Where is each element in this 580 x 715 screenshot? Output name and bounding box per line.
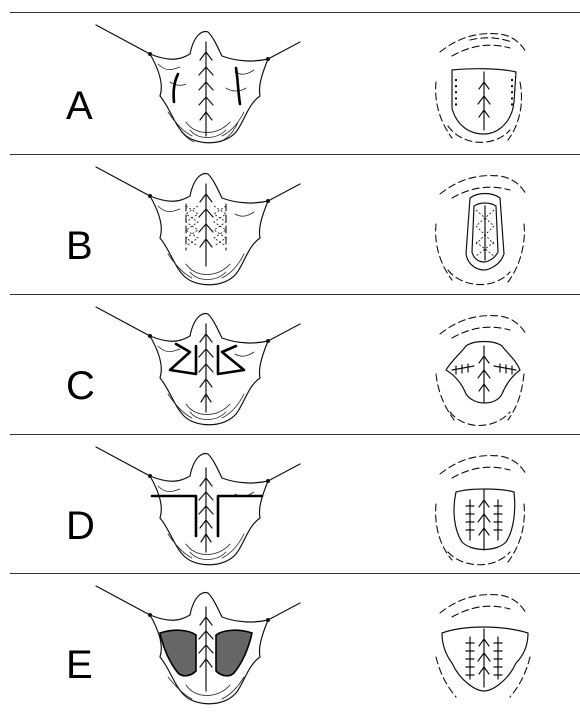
panel-d: D — [0, 434, 580, 576]
pre-op-drawing — [95, 166, 301, 286]
panel-label-d: D — [66, 504, 95, 548]
divider-line — [10, 294, 580, 295]
panel-label-c: C — [66, 364, 95, 408]
panel-label-e: E — [66, 643, 93, 687]
pre-op-drawing — [95, 306, 301, 426]
post-op-drawing — [435, 455, 527, 566]
divider-line — [10, 154, 580, 155]
pre-op-drawing — [95, 446, 301, 566]
panel-d-illustration — [95, 446, 527, 566]
panel-label-a: A — [66, 84, 93, 128]
post-op-drawing — [435, 175, 527, 286]
divider-line — [10, 12, 580, 13]
panel-b: B — [0, 154, 580, 296]
panel-c-illustration — [95, 306, 527, 426]
panel-label-b: B — [66, 224, 93, 268]
panel-e: E — [0, 573, 580, 715]
panel-b-illustration — [95, 166, 527, 286]
divider-line — [10, 434, 580, 435]
post-op-drawing — [435, 33, 527, 143]
panel-a-illustration — [95, 24, 527, 144]
divider-line — [10, 573, 580, 574]
panel-a: A — [0, 12, 580, 154]
post-op-drawing — [435, 315, 527, 426]
pre-op-drawing — [95, 585, 301, 705]
panel-e-illustration — [95, 585, 531, 705]
post-op-drawing — [435, 594, 531, 698]
panel-c: C — [0, 294, 580, 436]
pre-op-drawing — [95, 24, 301, 144]
